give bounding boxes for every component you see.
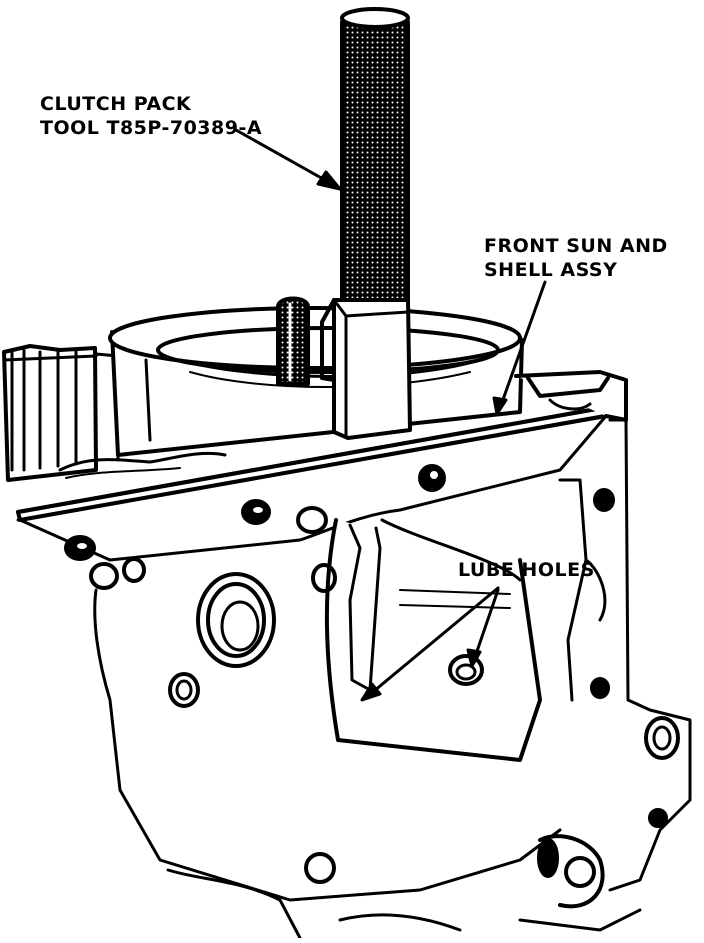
case-top-flange xyxy=(16,370,628,562)
lube-holes-label: LUBE HOLES xyxy=(458,559,595,581)
lube-holes-marks xyxy=(448,654,484,686)
leader-arrows xyxy=(234,128,547,702)
clutch-pack-tool-label: CLUTCH PACK TOOL T85P-70389-A xyxy=(40,92,262,140)
clutch-pack-tool-label-line-1: CLUTCH PACK xyxy=(40,93,192,115)
front-sun-shell-label-line-2: SHELL ASSY xyxy=(484,259,618,281)
front-sun-shell-label-line-1: FRONT SUN AND xyxy=(484,235,668,257)
bottom-components xyxy=(166,834,642,940)
left-components xyxy=(2,344,227,482)
front-sun-shell-label: FRONT SUN AND SHELL ASSY xyxy=(484,234,668,282)
clutch-pack-tool-label-line-2: TOOL T85P-70389-A xyxy=(40,117,263,139)
clutch-pack-tool xyxy=(276,7,412,440)
front-sun-shell-drum xyxy=(108,306,524,457)
bolt-holes xyxy=(64,464,668,828)
case-boss-bore xyxy=(89,506,337,708)
